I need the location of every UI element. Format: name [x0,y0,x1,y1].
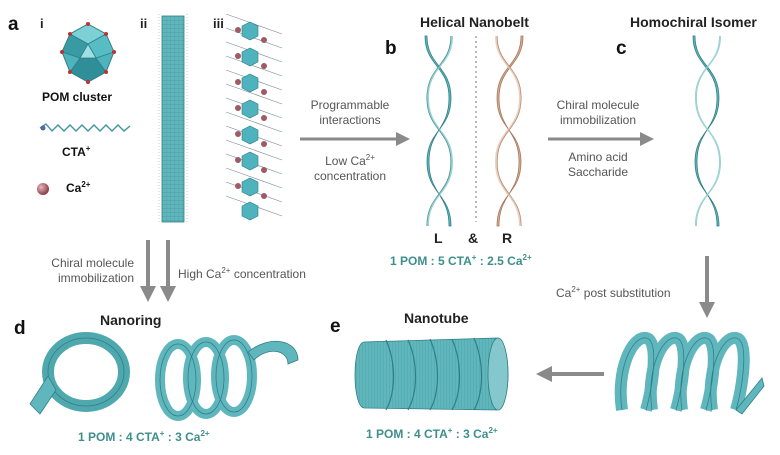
mirror-line [475,36,477,222]
arrow-a-b-label-top: Programmable interactions [310,98,390,127]
arrow-to-e [536,366,604,382]
panel-letter-b: b [385,38,397,59]
label-L: L [434,230,443,246]
arrow-a-to-b [300,132,410,146]
nanotube-icon [354,337,509,411]
ratio-d: 1 POM : 4 CTA+ : 3 Ca2+ [78,429,210,444]
panel-letter-d: d [14,318,26,339]
panel-letter-e: e [330,316,341,337]
panel-letter-c: c [616,38,627,59]
arrow-a-down-right-label: High Ca2+ concentration [178,266,306,281]
pom-cluster-icon [60,22,116,84]
arrow-b-c-label-top: Chiral molecule immobilization [556,98,640,127]
arrow-a-down-left-label: Chiral molecule immobilization [51,256,134,285]
title-nanotube: Nanotube [404,310,469,326]
nanoring-open-icon [29,332,130,415]
panel-letter-a: a [8,14,19,35]
arrow-c-down-label: Ca2+ post substitution [556,285,671,300]
helical-coil-icon [614,332,765,415]
nanobelt-lamellar-icon [158,14,188,224]
helix-homochiral-icon [692,35,721,227]
title-homochiral-isomer: Homochiral Isomer [630,14,757,30]
subpanel-iii: iii [213,16,224,31]
pom-cta-stack-icon [225,13,283,221]
arrow-c-down [699,256,715,318]
arrows-a-down [140,240,176,302]
label-R: R [502,230,513,246]
ca-label: Ca2+ [66,180,91,195]
cta-label: CTA+ [62,144,91,159]
subpanel-ii: ii [140,16,148,31]
arrow-b-to-c [548,132,654,146]
arrow-a-b-label-bottom: Low Ca2+ concentration [313,153,387,183]
helix-right-handed-icon [495,35,524,227]
arrow-b-c-label-bottom: Amino acid Saccharide [567,150,629,179]
title-nanoring: Nanoring [100,312,162,328]
cta-chain-icon [39,123,131,133]
ca-ion-icon [37,183,49,195]
ratio-b: 1 POM : 5 CTA+ : 2.5 Ca2+ [390,253,532,268]
subpanel-i: i [40,16,44,31]
pom-cluster-label: POM cluster [42,90,113,104]
helix-left-handed-icon [424,35,453,227]
label-amp: & [468,230,479,246]
ratio-e: 1 POM : 4 CTA+ : 3 Ca2+ [366,426,498,441]
nanoring-coil-icon [155,335,299,421]
title-helical-nanobelt: Helical Nanobelt [420,14,529,30]
